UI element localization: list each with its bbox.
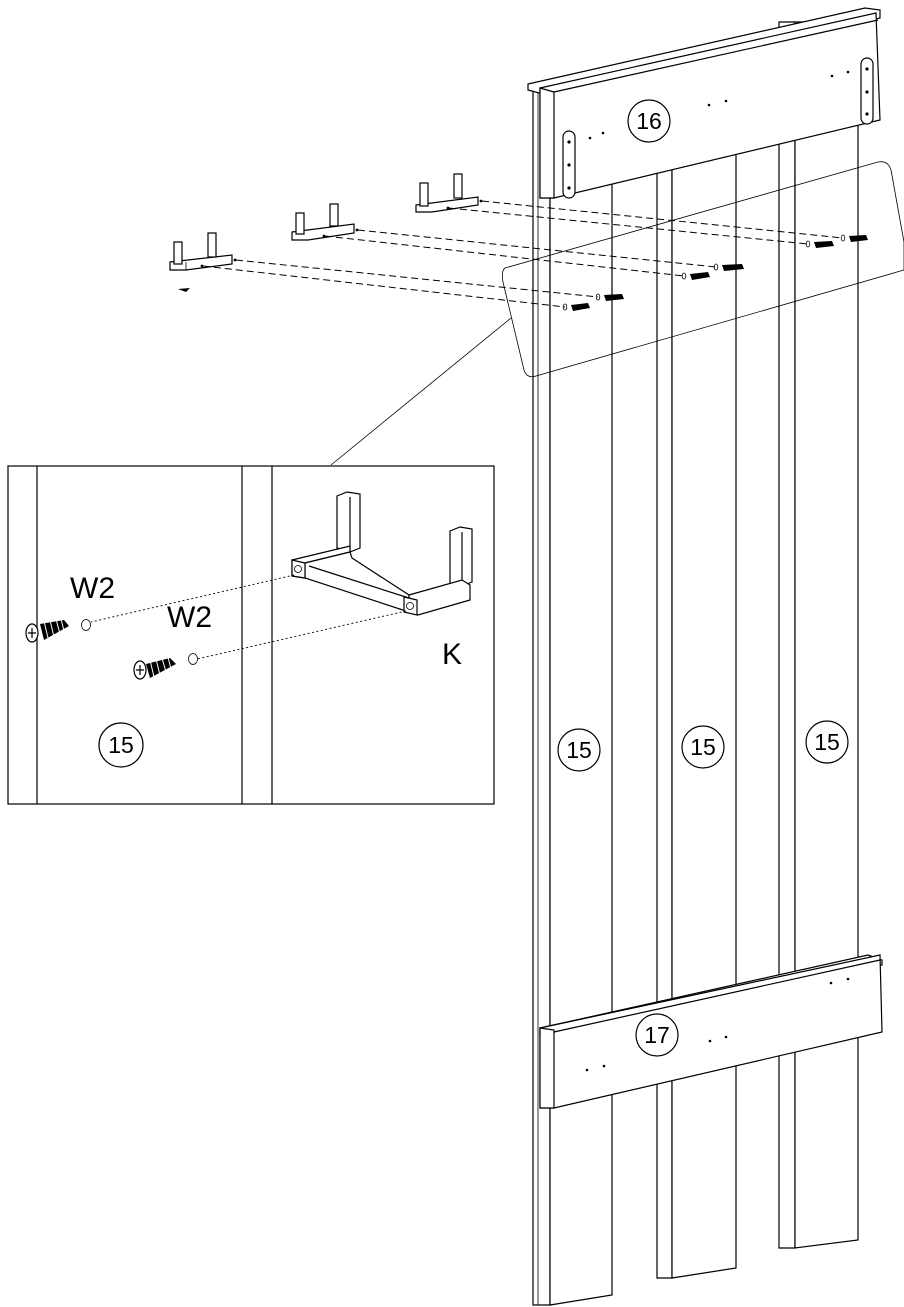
bottom-board [539, 954, 883, 1109]
zoom-leader-line [330, 317, 512, 466]
washer-icon [188, 653, 198, 665]
hook-2 [291, 203, 359, 241]
slat-right-callout [805, 720, 849, 764]
top-board-callout [627, 99, 671, 143]
detail-label-w2-bottom: W2 [167, 601, 212, 634]
slat-left-callout [557, 728, 601, 772]
detail-inset: W2 W2 K 15 [7, 465, 495, 805]
part-label-15-right: 15 [814, 729, 840, 755]
detail-slat-callout [98, 722, 144, 768]
top-board [527, 7, 881, 199]
detail-label-15: 15 [108, 732, 134, 758]
slat-middle-callout [681, 725, 725, 769]
assembly-lines [202, 200, 844, 308]
detail-hook-k [291, 491, 473, 616]
hook-3 [415, 173, 483, 213]
bottom-board-callout [635, 1013, 679, 1057]
part-label-15-left: 15 [566, 737, 592, 763]
screw-icon [25, 618, 69, 643]
part-label-17: 17 [644, 1022, 670, 1048]
slat-left [532, 84, 613, 1306]
slat-right [778, 21, 859, 1249]
part-label-16: 16 [636, 108, 662, 134]
slat-middle [656, 54, 737, 1279]
washer-icon [81, 619, 91, 631]
screws [562, 234, 868, 311]
zoom-region-outline [501, 161, 904, 378]
detail-label-w2-top: W2 [70, 572, 115, 605]
screw-icon [133, 656, 176, 680]
hook-1 [169, 232, 237, 292]
detail-label-k: K [442, 638, 462, 671]
part-label-15-middle: 15 [690, 734, 716, 760]
